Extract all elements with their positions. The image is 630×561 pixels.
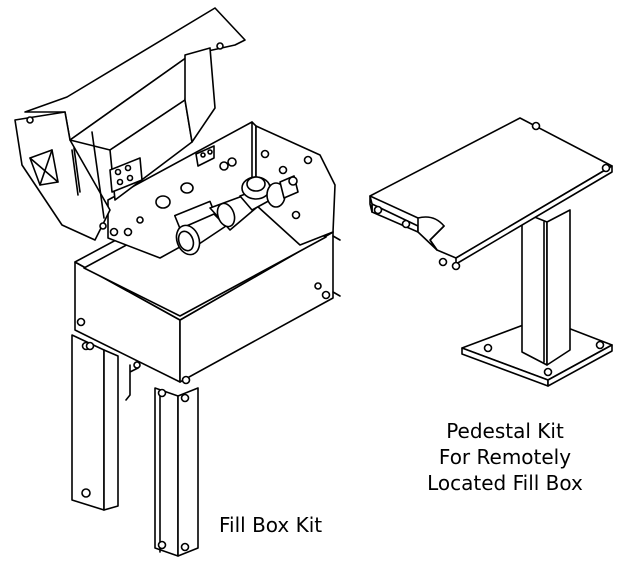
hinge-bracket — [110, 146, 214, 192]
pedestal-kit-label-line-1: Pedestal Kit — [446, 419, 564, 443]
fill-valve-assembly — [173, 176, 298, 258]
pedestal-assembly — [370, 118, 612, 386]
pedestal-top-plate — [370, 118, 612, 270]
pedestal-post — [522, 210, 570, 365]
drain-hook — [126, 365, 138, 400]
front-leg — [155, 388, 198, 556]
pedestal-kit-label-line-3: Located Fill Box — [427, 471, 583, 495]
open-lid — [15, 8, 245, 240]
fill-box-kit-label: Fill Box Kit — [219, 513, 323, 537]
pedestal-kit-label: Pedestal Kit For Remotely Located Fill B… — [407, 418, 603, 496]
pedestal-kit-label-line-2: For Remotely — [438, 445, 572, 469]
rear-leg — [72, 335, 118, 510]
fill-box-assembly — [15, 8, 340, 556]
